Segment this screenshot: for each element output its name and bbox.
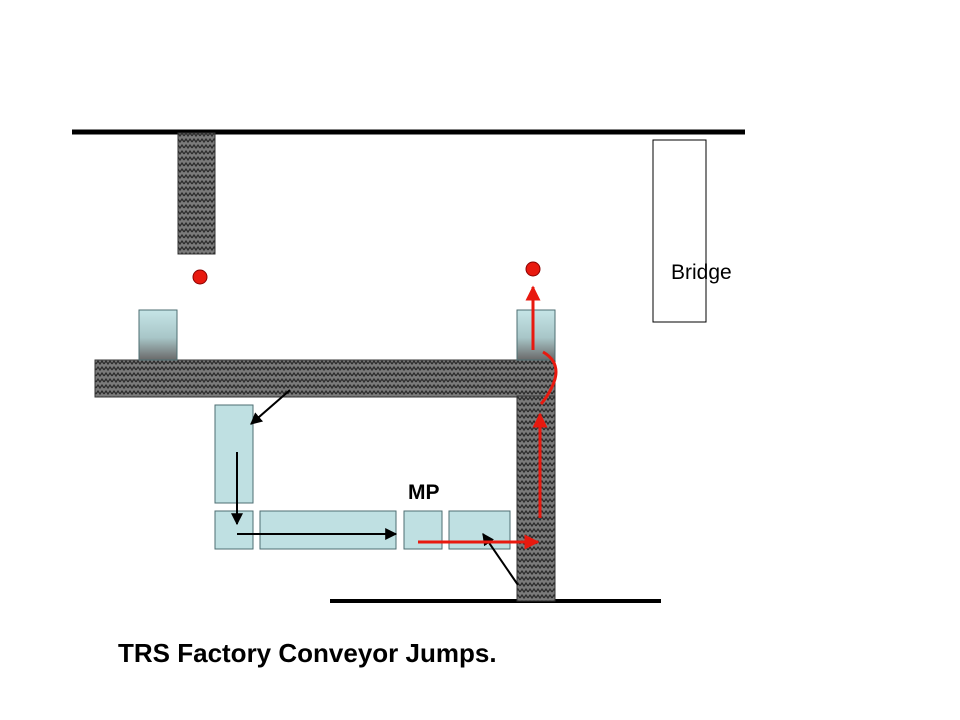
bridge-label: Bridge	[671, 261, 732, 284]
right-stub	[516, 309, 556, 361]
hanging-column	[177, 132, 216, 255]
conveyor-block-2	[259, 510, 397, 550]
left-stub	[138, 309, 178, 361]
red-dot-right	[525, 261, 541, 277]
diagram-title: TRS Factory Conveyor Jumps.	[118, 638, 497, 668]
vertical-column	[516, 395, 556, 602]
conveyor-vertical-block	[214, 404, 254, 504]
mp-label: MP	[408, 481, 440, 504]
conveyor-block-1	[214, 510, 254, 550]
red-curve	[539, 350, 558, 405]
bridge-box	[652, 139, 707, 323]
red-dot-left	[192, 269, 208, 285]
black-arrow-beam-to-block	[250, 389, 291, 425]
horizontal-beam	[94, 359, 556, 398]
